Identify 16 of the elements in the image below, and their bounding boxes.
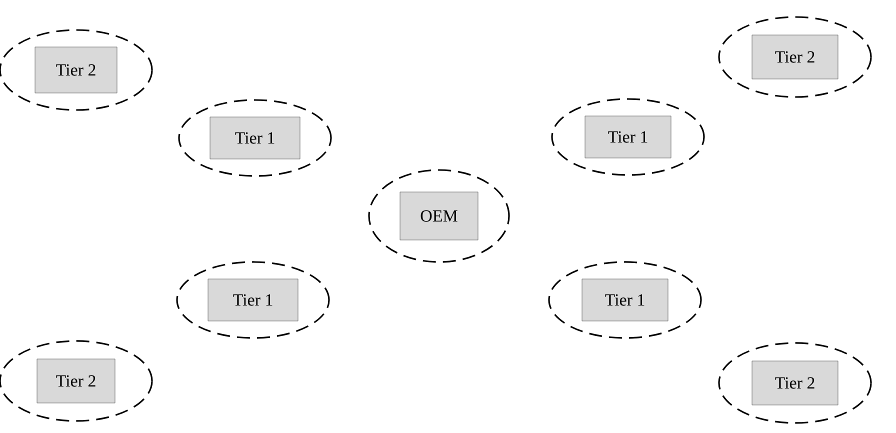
tier-box: OEM	[400, 192, 478, 240]
dashed-ellipse	[178, 99, 332, 177]
tier-box: Tier 1	[210, 116, 300, 160]
dashed-ellipse	[548, 261, 702, 339]
tier-box: Tier 2	[752, 34, 838, 80]
tier-box: Tier 2	[752, 360, 838, 406]
tier-box: Tier 1	[582, 278, 668, 322]
tier-box: Tier 1	[208, 278, 298, 322]
dashed-ellipse	[718, 342, 872, 424]
tier-box: Tier 2	[36, 358, 116, 404]
tier-box: Tier 1	[584, 116, 672, 158]
dashed-ellipse	[718, 16, 872, 98]
dashed-ellipse	[368, 169, 510, 263]
tier-box: Tier 2	[34, 46, 118, 94]
dashed-ellipse	[551, 98, 705, 176]
dashed-ellipse	[176, 261, 330, 339]
